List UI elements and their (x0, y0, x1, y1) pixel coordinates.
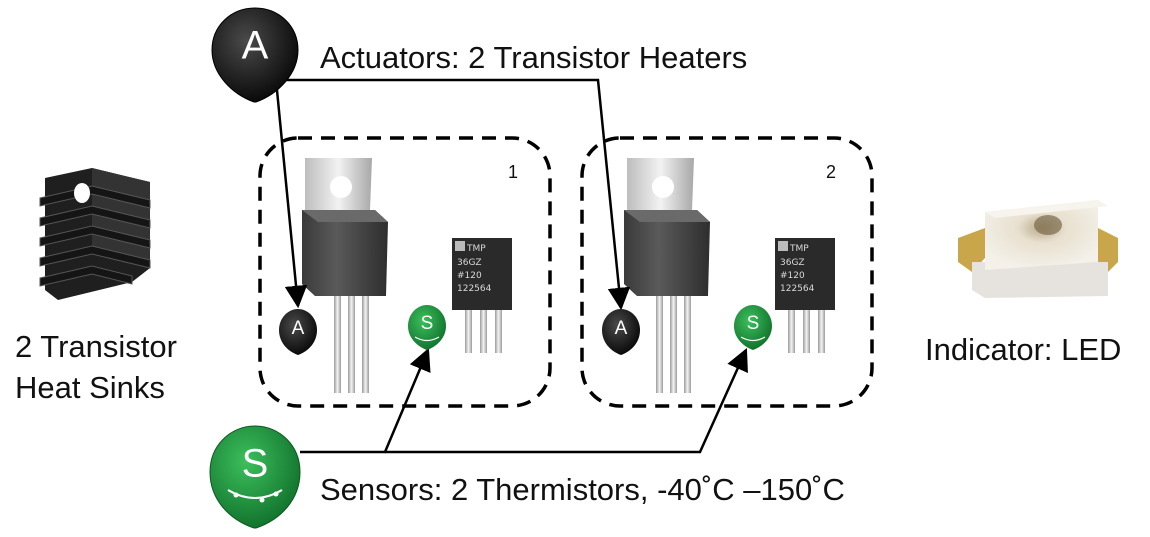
sensor-marker-small-2-letter: S (747, 313, 760, 334)
group-2-box (580, 136, 874, 408)
thermistor-1-text-3: #120 (457, 271, 482, 281)
actuator-arrow-1 (274, 79, 308, 309)
actuator-marker-small-1: A (279, 309, 317, 355)
thermistor-2-image: TMP 36GZ #120 122564 (775, 238, 835, 353)
group-1-number: 1 (508, 162, 518, 182)
thermistor-1-text-4: 122564 (457, 284, 492, 294)
sensor-marker-small-2: S (734, 305, 772, 350)
actuators-label: Actuators: 2 Transistor Heaters (320, 40, 747, 75)
thermistor-1-image: TMP 36GZ #120 122564 (452, 238, 512, 353)
actuator-marker-small-2-letter: A (615, 318, 628, 339)
thermistor-1-text-2: 36GZ (457, 258, 482, 268)
transistor-2-image (624, 158, 710, 393)
thermistor-1-text-1: TMP (466, 244, 486, 254)
actuator-marker-letter: A (242, 24, 269, 68)
heat-sinks-label-line2: Heat Sinks (15, 370, 165, 405)
led-image (958, 200, 1118, 298)
thermistor-2-text-3: #120 (780, 271, 805, 281)
sensors-label: Sensors: 2 Thermistors, -40˚C –150˚C (320, 472, 845, 507)
sensor-marker-small-1-letter: S (421, 313, 434, 334)
actuator-marker-small-1-letter: A (292, 318, 305, 339)
indicator-label: Indicator: LED (925, 332, 1121, 367)
thermistor-2-text-1: TMP (789, 244, 809, 254)
heat-sinks-label-line1: 2 Transistor (15, 329, 177, 364)
heat-sink-image (39, 168, 151, 300)
thermistor-2-text-2: 36GZ (780, 258, 805, 268)
sensor-marker-large: S (209, 425, 301, 529)
actuator-arrow-2 (276, 78, 631, 311)
sensor-arrow-2 (385, 347, 748, 454)
transistor-1-image (302, 158, 388, 393)
group-2-number: 2 (826, 162, 836, 182)
sensor-marker-letter: S (242, 442, 269, 486)
actuator-marker-small-2: A (602, 309, 640, 355)
thermistor-2-text-4: 122564 (780, 284, 815, 294)
sensor-marker-small-1: S (408, 305, 446, 350)
actuator-marker-large: A (211, 7, 299, 103)
